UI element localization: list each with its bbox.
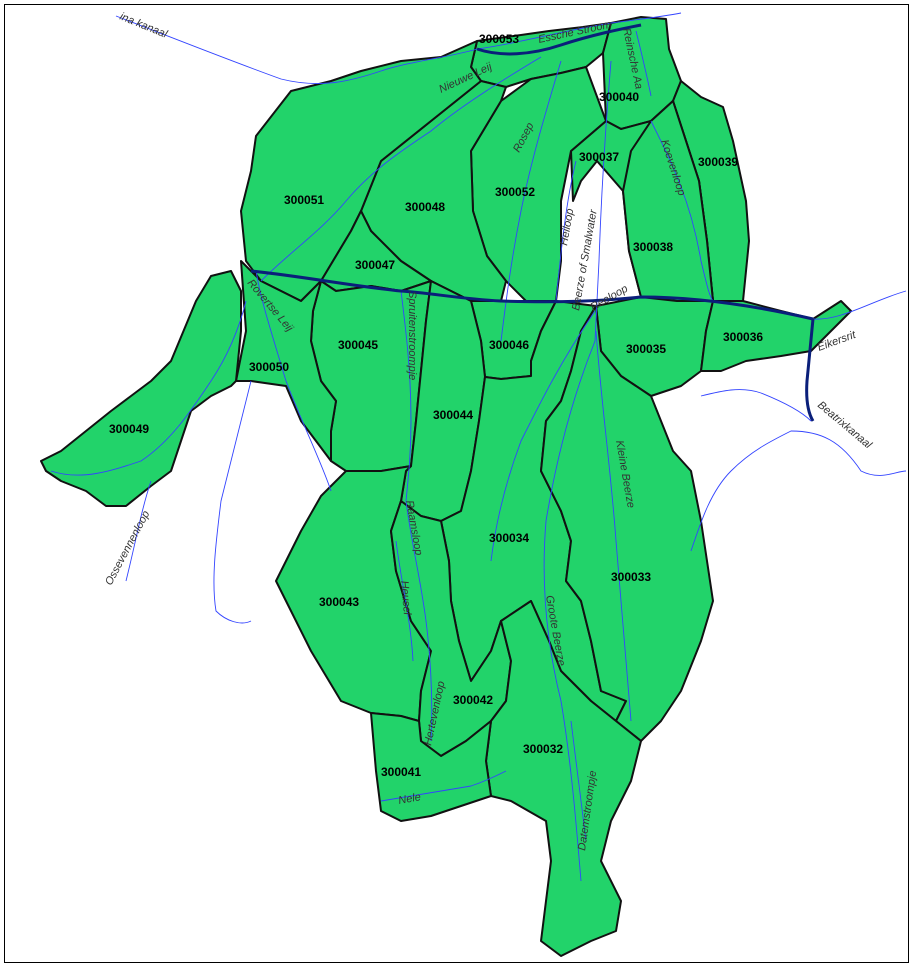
stream-groote-beerze [543, 340, 596, 882]
region-300049[interactable] [40, 270, 242, 507]
stream-kleine-beerze [595, 330, 632, 722]
region-label-300039: 300039 [698, 155, 738, 169]
stream-essche [476, 12, 682, 50]
region-label-300051: 300051 [284, 193, 324, 207]
region-label-300052: 300052 [495, 185, 535, 199]
region-label-300053: 300053 [479, 32, 519, 46]
region-label-300032: 300032 [523, 742, 563, 756]
region-label-300046: 300046 [489, 338, 529, 352]
stream-eikersrit [812, 290, 907, 320]
stream-west-1 [213, 380, 252, 624]
region-label-300045: 300045 [338, 338, 378, 352]
waterway-label-nele: Nele [397, 791, 421, 807]
canal-north [476, 23, 642, 56]
waterway-label-spruitenstroom: Spruitenstroompje [406, 291, 418, 380]
region-label-300034: 300034 [489, 531, 529, 545]
region-label-300036: 300036 [723, 330, 763, 344]
waterway-label-beatrixkanaal: Beatrixkanaal [815, 399, 874, 451]
canal-layer [250, 23, 815, 422]
region-label-300050: 300050 [249, 360, 289, 374]
region-label-300048: 300048 [405, 200, 445, 214]
region-label-300037: 300037 [579, 150, 619, 164]
stream-nele [380, 770, 507, 802]
catchment-map: 300053 300040 300039 300037 300052 30005… [40, 11, 907, 957]
waterway-label-beerze-smalwater: Beerze of Smalwater [570, 208, 600, 312]
region-300038[interactable] [622, 100, 714, 302]
stream-wilhelmina [115, 15, 478, 84]
stream-smalwater [594, 60, 612, 342]
waterway-label-wilhelmina: ina kanaal [118, 11, 170, 41]
stream-raamsloop [405, 500, 433, 742]
region-label-300038: 300038 [633, 240, 673, 254]
stream-osseven-s [125, 480, 152, 582]
region-label-300035: 300035 [626, 342, 666, 356]
region-300041[interactable] [370, 712, 492, 822]
region-label-300041: 300041 [381, 765, 421, 779]
stream-east-1 [700, 389, 812, 422]
region-label-300047: 300047 [355, 258, 395, 272]
region-labels: 300053 300040 300039 300037 300052 30005… [109, 32, 763, 779]
stream-reinsche [635, 30, 652, 97]
stream-koevenloop [650, 120, 714, 302]
stream-east-2 [690, 430, 907, 552]
region-300032[interactable] [485, 600, 642, 957]
canal-beatrix [805, 318, 815, 422]
streams-layer [50, 12, 907, 882]
region-label-300049: 300049 [109, 422, 149, 436]
stream-rovertse [255, 270, 332, 492]
region-label-300033: 300033 [611, 570, 651, 584]
region-300051[interactable] [240, 40, 482, 302]
stream-reeloop [490, 310, 596, 562]
region-label-300042: 300042 [453, 693, 493, 707]
region-label-300044: 300044 [433, 408, 473, 422]
canal-main [250, 269, 814, 321]
stream-osseven [50, 300, 247, 476]
region-label-300040: 300040 [599, 90, 639, 104]
waterway-label-heusel: Heusel [398, 580, 413, 616]
map-frame: 300053 300040 300039 300037 300052 30005… [4, 4, 909, 963]
stream-heusel [395, 540, 414, 662]
stream-spruiten [400, 290, 412, 502]
stream-heiloop [555, 160, 577, 302]
region-label-300043: 300043 [319, 595, 359, 609]
region-300050[interactable] [235, 260, 337, 462]
stream-nieuwe-leij [260, 56, 542, 282]
stream-datem [570, 720, 587, 842]
